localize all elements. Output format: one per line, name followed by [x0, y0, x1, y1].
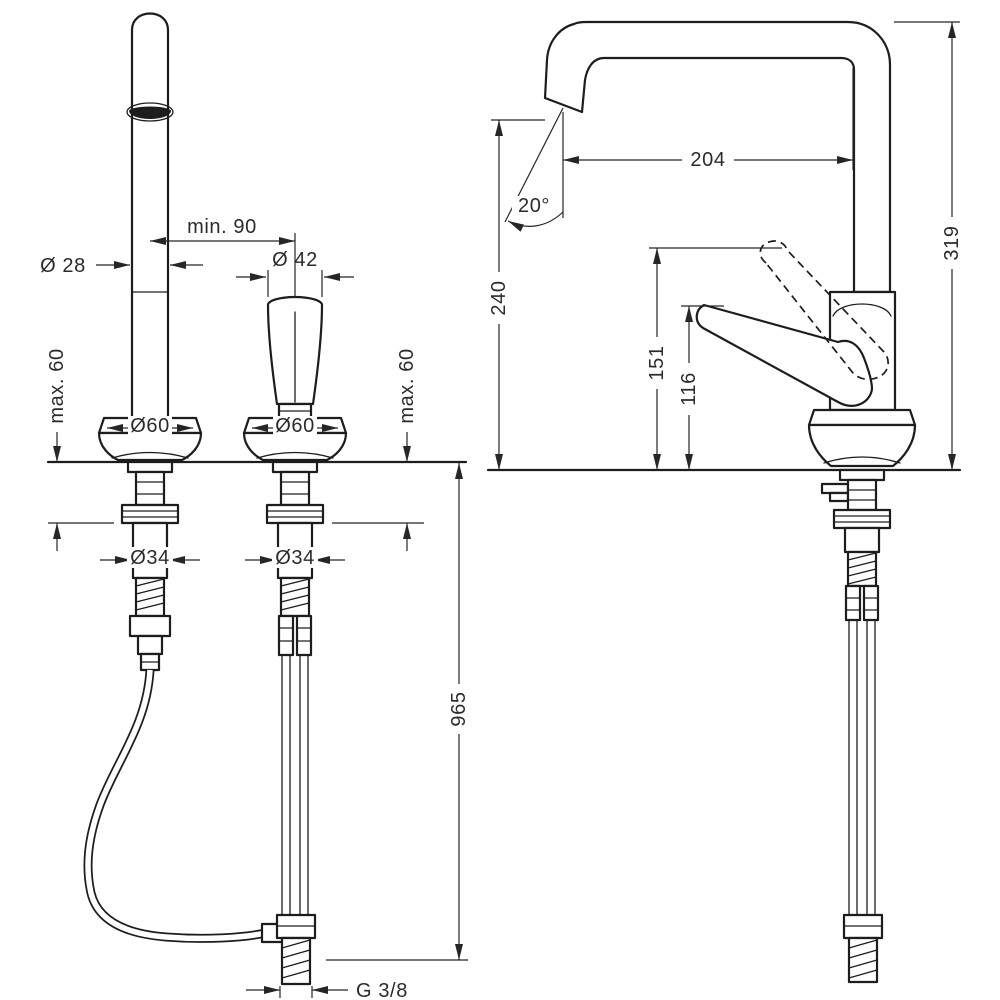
- dim-height-outlet: 240: [486, 119, 545, 470]
- handle-lever: [695, 303, 874, 407]
- dim-projection: 204: [563, 68, 854, 171]
- height-outlet-label: 240: [488, 280, 510, 315]
- dim-outlet-angle: 20°: [504, 107, 564, 232]
- handle-front: [266, 295, 324, 420]
- dim-supply-thread: G 3/8: [246, 980, 408, 1000]
- dim-escutcheon-left: Ø60: [107, 415, 193, 437]
- escutcheon-right-label: Ø60: [275, 415, 315, 437]
- handle-lever-raised: [759, 240, 889, 381]
- mounting-hardware-side: [820, 468, 892, 984]
- dim-height-handle-raised: 151: [644, 247, 782, 470]
- height-total-label: 319: [941, 225, 963, 260]
- projection-label: 204: [690, 149, 725, 171]
- aerator-outlet: [126, 102, 174, 122]
- side-view: 20° 204 319 240 151: [486, 20, 965, 984]
- outlet-angle-label: 20°: [518, 195, 550, 217]
- dim-shank-left: Ø34: [100, 547, 200, 569]
- spout-side: [543, 20, 892, 294]
- dim-height-handle: 116: [676, 305, 724, 470]
- shank-right-label: Ø34: [275, 547, 315, 569]
- dim-spout-diameter: Ø 28: [40, 255, 203, 277]
- dim-shank-right: Ø34: [245, 547, 345, 569]
- dim-hose-length: 965: [326, 463, 472, 961]
- flexible-hose: [83, 669, 272, 943]
- front-view: Ø 28 min. 90 Ø 42 Ø60 Ø60 max: [40, 12, 472, 1000]
- spout-diameter-label: Ø 28: [40, 255, 86, 277]
- dim-deck-thickness-left: max. 60: [46, 348, 114, 551]
- handle-mounting-hardware: [265, 460, 325, 986]
- dim-hole-distance: min. 90: [150, 216, 296, 297]
- escutcheon-side: [807, 408, 917, 468]
- supply-thread-label: G 3/8: [356, 980, 408, 1000]
- hose-length-label: 965: [448, 691, 470, 726]
- dim-escutcheon-right: Ø60: [252, 415, 338, 437]
- handle-diameter-label: Ø 42: [272, 249, 318, 271]
- deck-thickness-right-label: max. 60: [396, 348, 418, 423]
- height-handle-raised-label: 151: [646, 345, 668, 380]
- dim-height-total: 319: [894, 21, 965, 470]
- escutcheon-left-label: Ø60: [130, 415, 170, 437]
- deck-thickness-left-label: max. 60: [46, 348, 68, 423]
- dim-handle-diameter: Ø 42: [236, 249, 354, 297]
- dim-deck-thickness-right: max. 60: [332, 348, 424, 551]
- hole-distance-label: min. 90: [187, 216, 257, 238]
- spout-mounting-hardware: [120, 460, 180, 672]
- shank-left-label: Ø34: [130, 547, 170, 569]
- height-handle-label: 116: [678, 372, 700, 406]
- spout-column: [130, 12, 170, 420]
